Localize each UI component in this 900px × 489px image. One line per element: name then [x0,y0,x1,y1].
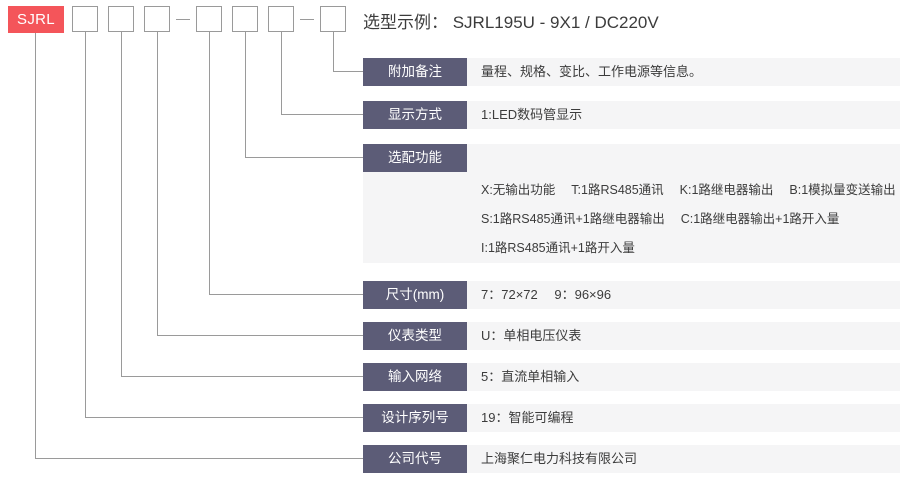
leader-vertical-5 [157,32,158,335]
code-box-2 [108,6,134,32]
leader-horizontal-4 [209,294,363,295]
code-box-4 [196,6,222,32]
code-box-6 [268,6,294,32]
code-box-1 [72,6,98,32]
leader-vertical-1 [333,32,334,72]
leader-horizontal-6 [121,376,363,377]
row-dimensions: 尺寸(mm) 7：72×72 9：96×96 [363,281,900,309]
optional-function-list: X:无输出功能 T:1路RS485通讯 K:1路继电器输出 B:1模拟量变送输出… [481,176,896,263]
leader-vertical-3 [245,32,246,157]
row-design-serial: 设计序列号 19：智能可编程 [363,404,900,432]
model-code-strip: SJRL [0,0,350,40]
code-box-7 [320,6,346,32]
row-value: U：单相电压仪表 [481,328,582,343]
row-value: 19：智能可编程 [481,410,574,425]
row-input-network: 输入网络 5：直流单相输入 [363,363,900,391]
row-value: 上海聚仁电力科技有限公司 [481,451,638,466]
leader-horizontal-3 [245,157,363,158]
leader-vertical-6 [121,32,122,376]
row-value: 量程、规格、变比、工作电源等信息。 [481,64,703,79]
row-company-code: 公司代号 上海聚仁电力科技有限公司 [363,445,900,473]
row-label: 输入网络 [363,363,467,391]
row-value: 7：72×72 9：96×96 [481,287,612,302]
row-optional-function: 选配功能 X:无输出功能 T:1路RS485通讯 K:1路继电器输出 B:1模拟… [363,144,900,263]
leader-horizontal-1 [333,71,363,72]
leader-horizontal-7 [85,417,363,418]
leader-horizontal-5 [157,335,363,336]
row-label: 选配功能 [363,144,467,172]
optional-function-line: I:1路RS485通讯+1路开入量 [481,241,635,255]
row-display-mode: 显示方式 1:LED数码管显示 [363,101,900,129]
row-additional-remarks: 附加备注 量程、规格、变比、工作电源等信息。 [363,58,900,86]
code-box-5 [232,6,258,32]
optional-function-line: S:1路RS485通讯+1路继电器输出 C:1路继电器输出+1路开入量 [481,212,840,226]
leader-vertical-2 [281,32,282,114]
leader-vertical-7 [85,32,86,417]
row-label: 设计序列号 [363,404,467,432]
optional-function-line: X:无输出功能 T:1路RS485通讯 K:1路继电器输出 B:1模拟量变送输出 [481,183,896,197]
leader-horizontal-8 [35,458,363,459]
row-label: 尺寸(mm) [363,281,467,309]
code-box-3 [144,6,170,32]
row-label: 公司代号 [363,445,467,473]
code-separator-2 [300,19,314,20]
leader-vertical-4 [209,32,210,294]
row-value: 5：直流单相输入 [481,369,580,384]
row-label: 附加备注 [363,58,467,86]
row-value: 1:LED数码管显示 [481,107,583,122]
row-meter-type: 仪表类型 U：单相电压仪表 [363,322,900,350]
leader-vertical-8 [35,33,36,458]
row-label: 显示方式 [363,101,467,129]
page-title: 选型示例： SJRL195U - 9X1 / DC220V [363,13,659,32]
code-separator-1 [176,19,190,20]
row-label: 仪表类型 [363,322,467,350]
leader-horizontal-2 [281,114,363,115]
brand-code-badge: SJRL [8,6,64,33]
